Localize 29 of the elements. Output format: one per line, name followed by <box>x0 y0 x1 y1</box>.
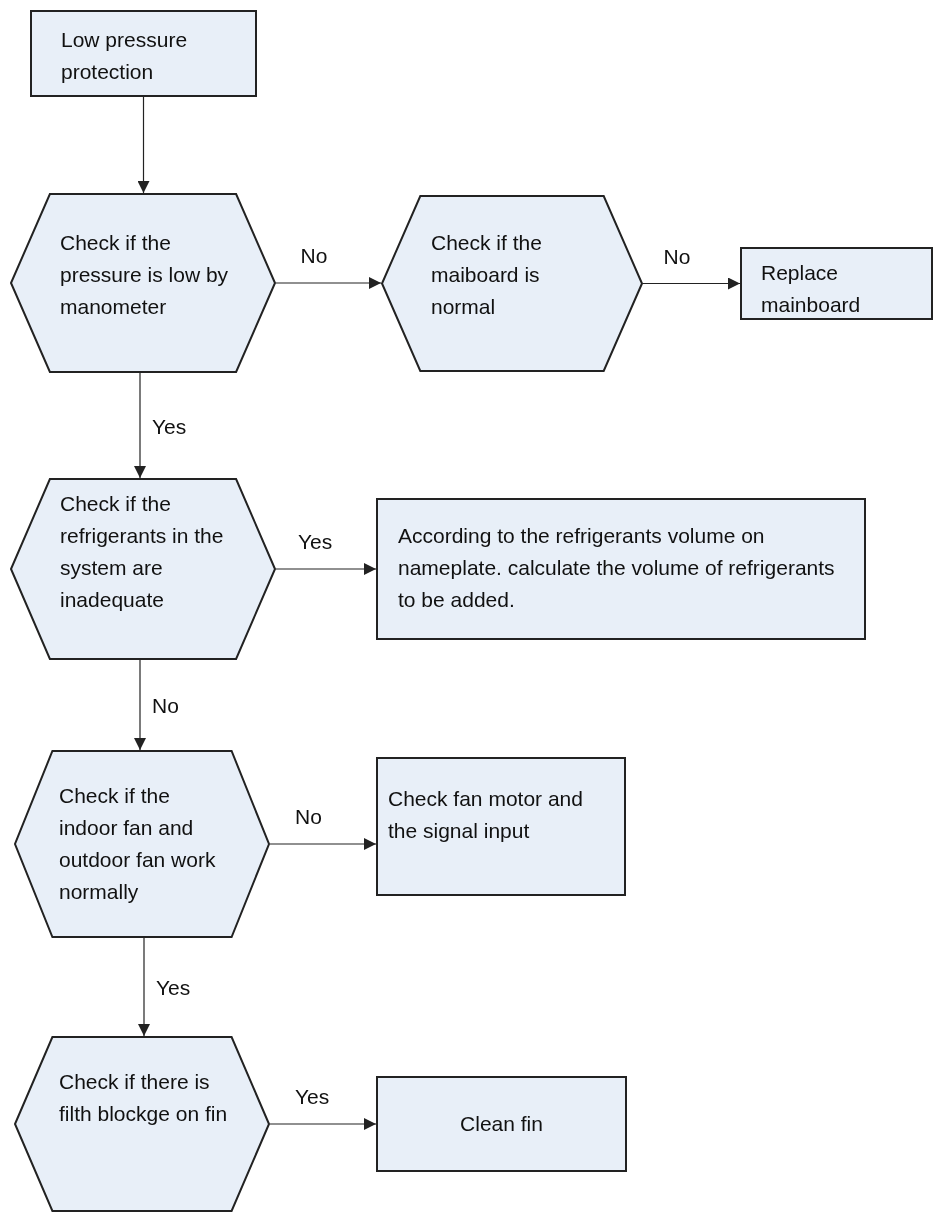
decision-hexagon <box>14 750 270 938</box>
process-box <box>740 247 933 320</box>
decision-hexagon <box>381 195 643 372</box>
process-box <box>376 498 866 640</box>
node-text: According to the refrigerants volume on nameplate. calculate the volume of refrigerants to be added. <box>398 523 836 613</box>
arrow <box>275 277 382 289</box>
decision-hexagon <box>14 1036 270 1212</box>
process-box <box>376 757 626 896</box>
node-text: Clean fin <box>460 1111 543 1137</box>
arrow <box>642 277 741 290</box>
node-text: Check if the maiboard is normal <box>431 230 543 320</box>
node-text: Check if the indoor fan and outdoor fan work normally <box>59 783 217 905</box>
arrow <box>137 96 150 194</box>
decision-hexagon <box>10 478 276 660</box>
node-text: Check if there is filth blockge on fin <box>59 1069 229 1127</box>
node-text: Check fan motor and the signal input <box>388 786 584 844</box>
node-text: Replace mainboard <box>761 260 862 318</box>
arrow <box>275 563 377 575</box>
arrow <box>134 372 146 479</box>
node-text: Check if the pressure is low by manometer <box>60 230 230 320</box>
node-text: Low pressure protection <box>61 27 189 85</box>
arrow <box>269 1118 377 1130</box>
process-box <box>376 1076 627 1172</box>
decision-hexagon <box>10 193 276 373</box>
arrow <box>269 838 377 850</box>
arrow <box>138 937 150 1037</box>
process-box <box>30 10 257 97</box>
node-text: Check if the refrigerants in the system are inadequate <box>60 491 225 613</box>
arrow <box>134 659 146 751</box>
